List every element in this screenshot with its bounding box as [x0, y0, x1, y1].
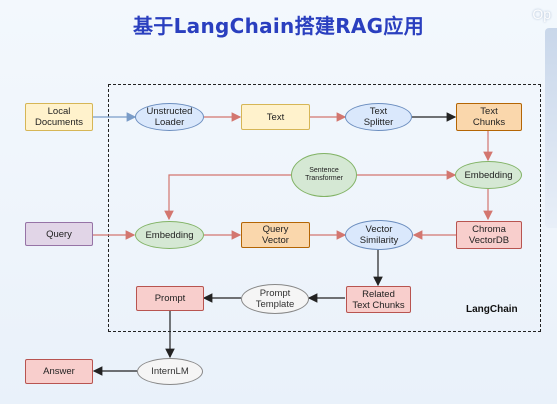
node-related-text-chunks-label: Related Text Chunks: [352, 288, 405, 311]
node-text: Text: [241, 104, 310, 130]
node-internlm-label: InternLM: [151, 366, 189, 377]
node-chroma-vectordb-label: Chroma VectorDB: [468, 224, 510, 246]
corner-logo: Op: [532, 6, 551, 22]
node-text-label: Text: [266, 111, 285, 123]
node-embedding-right-label: Embedding: [464, 169, 513, 181]
node-prompt-label: Prompt: [154, 293, 186, 304]
langchain-frame-label: LangChain: [466, 304, 518, 315]
node-text-splitter-label: Text Splitter: [363, 106, 394, 128]
node-local-documents-label: Local Documents: [34, 106, 84, 128]
node-related-text-chunks: Related Text Chunks: [346, 286, 411, 313]
arrow-transformer-to-embedding-left: [164, 174, 291, 221]
node-query-vector: Query Vector: [241, 222, 310, 248]
node-vector-similarity: Vector Similarity: [345, 220, 413, 250]
node-embedding-left-label: Embedding: [145, 229, 194, 241]
node-prompt-template: Prompt Template: [241, 284, 309, 314]
node-query-vector-label: Query Vector: [262, 224, 289, 246]
node-unstructured-loader: Unstructed Loader: [135, 103, 204, 131]
node-text-chunks-label: Text Chunks: [472, 106, 506, 128]
node-sentence-transformer: Sentence Transformer: [291, 153, 357, 197]
node-embedding-right: Embedding: [455, 161, 522, 189]
node-internlm: InternLM: [137, 358, 203, 385]
node-embedding-left: Embedding: [135, 221, 204, 249]
node-local-documents: Local Documents: [25, 103, 93, 131]
right-edge-strip: [545, 28, 557, 228]
node-prompt-template-label: Prompt Template: [255, 288, 295, 310]
node-answer: Answer: [25, 359, 93, 384]
node-unstructured-loader-label: Unstructed Loader: [146, 106, 193, 128]
node-query-label: Query: [46, 228, 72, 240]
langchain-frame: [108, 84, 541, 332]
node-text-chunks: Text Chunks: [456, 103, 522, 131]
node-vector-similarity-label: Vector Similarity: [359, 224, 399, 246]
node-answer-label: Answer: [43, 366, 75, 377]
node-sentence-transformer-label: Sentence Transformer: [305, 166, 343, 183]
node-prompt: Prompt: [136, 286, 204, 311]
node-query: Query: [25, 222, 93, 246]
diagram-title: 基于LangChain搭建RAG应用: [133, 14, 424, 38]
node-text-splitter: Text Splitter: [345, 103, 412, 131]
node-chroma-vectordb: Chroma VectorDB: [456, 221, 522, 249]
